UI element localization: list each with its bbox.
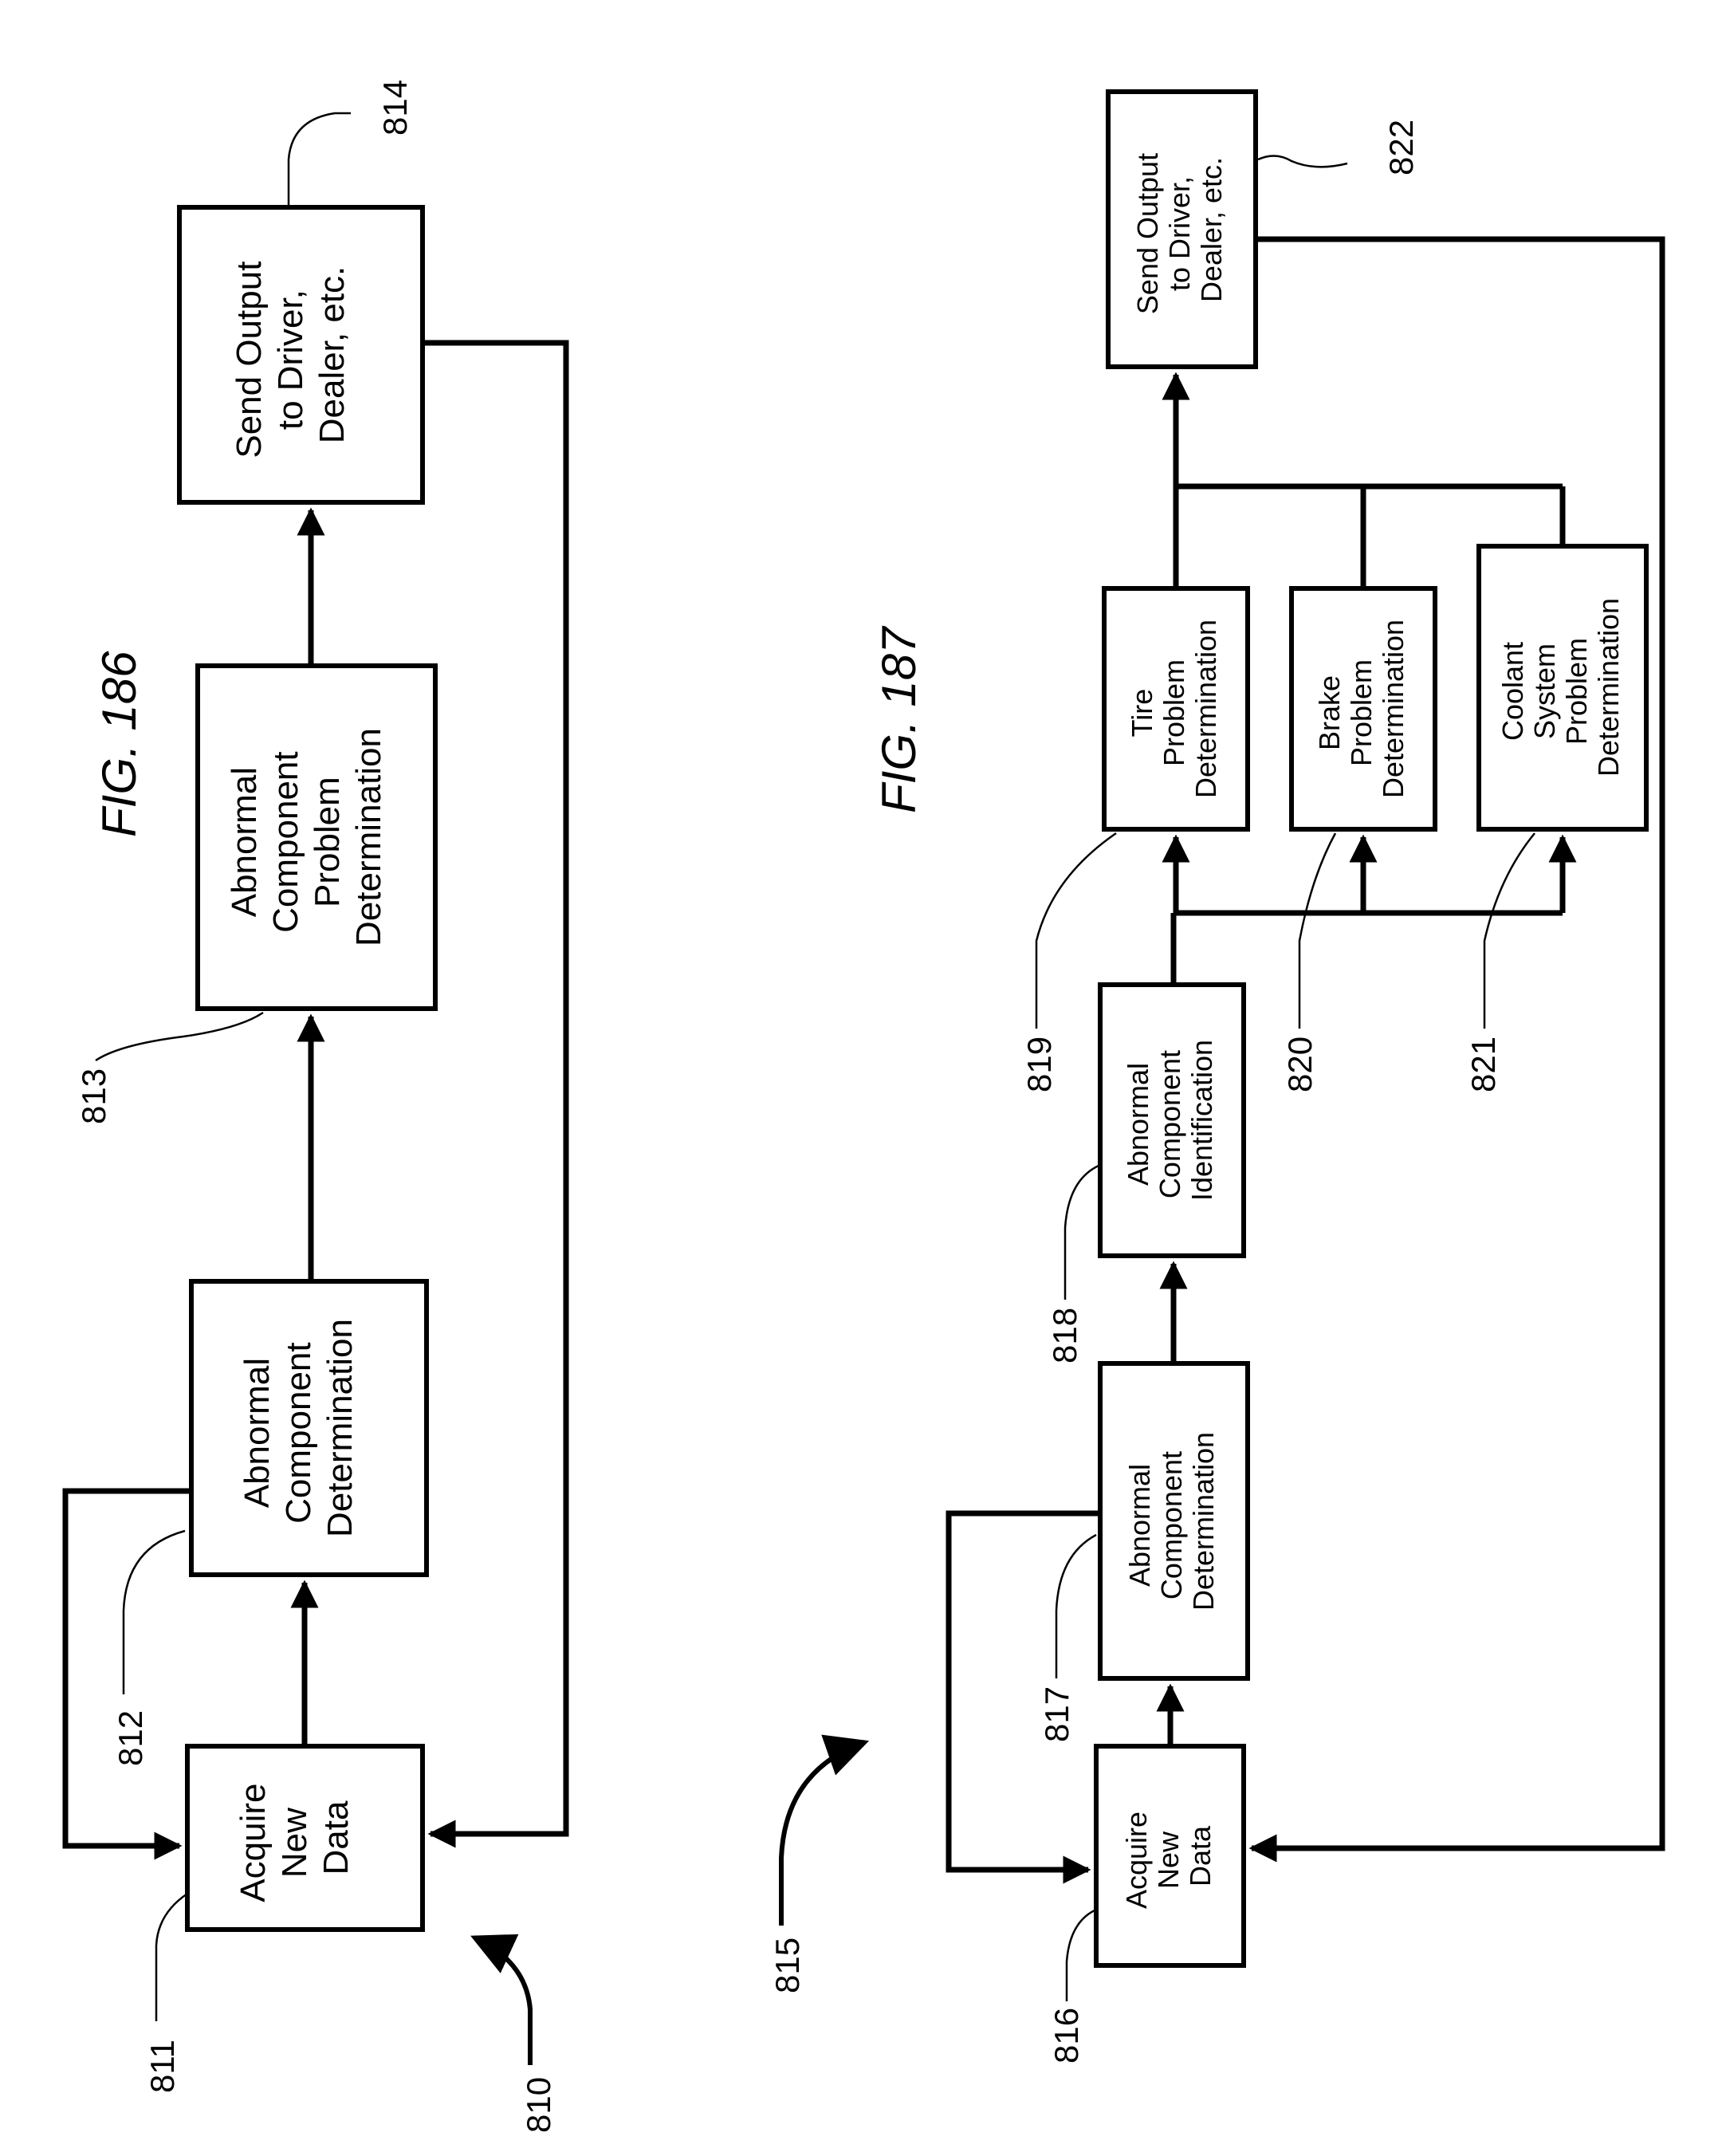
fig186-box-812-line-3: Determination: [320, 1319, 360, 1537]
fig187-loop-817-to-816: [946, 1510, 1100, 1884]
fig-187-title: FIG. 187: [872, 625, 926, 813]
svg-text:Abnormal Component: Abnormal Component Determination: [1123, 1432, 1220, 1611]
fig187-box-816-line-3: Data: [1184, 1825, 1217, 1886]
fig-186: FIG. 186 Acquire New Data Abnormal Compo…: [62, 80, 569, 2133]
fig187-box-brake-problem-determination: Brake Problem Determination: [1289, 586, 1437, 832]
fig187-box-abnormal-component-determination: Abnormal Component Determination: [1098, 1361, 1250, 1681]
svg-text:Send Output to Driver,: Send Output to Driver, Dealer, etc.: [230, 251, 352, 458]
svg-text:Acquire New Da: Acquire New Data: [1120, 1804, 1217, 1909]
fig187-ref-821: 821: [1465, 1037, 1502, 1092]
fig187-box-abnormal-component-identification: Abnormal Component Identification: [1098, 982, 1246, 1258]
svg-text:Coolant System: Coolant System Problem Determination: [1496, 598, 1625, 777]
fig186-box-abnormal-component-problem-determination: Abnormal Component Problem Determination: [195, 663, 438, 1011]
fig186-box-814-line-1: Send Output: [230, 262, 269, 458]
fig186-box-813-line-3: Problem: [308, 777, 347, 907]
fig187-box-820-line-3: Determination: [1377, 620, 1410, 798]
fig187-loop-822-to-816: [1248, 236, 1665, 1863]
fig186-ref-812: 812: [112, 1710, 149, 1766]
fig187-box-822-line-1: Send Output: [1131, 153, 1164, 314]
fig186-connectors: [62, 340, 569, 1860]
fig187-box-818-line-2: Component: [1154, 1050, 1186, 1198]
fig187-box-822-line-2: to Driver,: [1163, 176, 1196, 291]
svg-text:Send Output to Driver,: Send Output to Driver, Dealer, etc.: [1131, 145, 1228, 314]
fig187-box-816-line-2: New: [1152, 1831, 1185, 1889]
fig-186-title: FIG. 186: [92, 651, 146, 837]
fig187-box-acquire-new-data: Acquire New Data: [1094, 1744, 1246, 1968]
fig-187: FIG. 187 Acquire New Data Abnormal Compo…: [769, 89, 1665, 2064]
fig187-box-send-output: Send Output to Driver, Dealer, etc.: [1106, 89, 1258, 369]
fig187-ref-818: 818: [1046, 1308, 1083, 1363]
fig187-box-819-line-2: Problem: [1158, 659, 1190, 766]
fig186-box-813-line-1: Abnormal: [225, 767, 264, 917]
fig186-ref-810: 810: [520, 2077, 557, 2133]
fig187-box-820-line-2: Problem: [1345, 659, 1378, 766]
fig187-ref-819: 819: [1020, 1037, 1058, 1092]
fig187-box-821-line-3: Problem: [1560, 638, 1593, 745]
fig186-references: 811 812 813 814 810: [75, 80, 557, 2133]
svg-text:Abnormal Component: Abnormal Component Determination: [238, 1319, 360, 1537]
fig186-box-811-line-1: Acquire: [234, 1784, 273, 1902]
fig186-ref-814: 814: [376, 80, 414, 136]
svg-text:Abnormal Component: Abnormal Component Problem Determination: [225, 728, 388, 946]
fig187-box-tire-problem-determination: Tire Problem Determination: [1102, 586, 1250, 832]
fig187-box-816-line-1: Acquire: [1120, 1812, 1153, 1909]
fig187-box-817-line-3: Determination: [1187, 1432, 1220, 1611]
fig187-box-coolant-system-problem-determination: Coolant System Problem Determination: [1476, 544, 1649, 832]
fig186-box-814-line-2: to Driver,: [271, 289, 310, 430]
fig187-box-818-line-1: Abnormal: [1122, 1063, 1154, 1186]
fig186-box-812-line-1: Abnormal: [238, 1358, 277, 1508]
svg-text:Brake Problem: Brake Problem Determination: [1313, 620, 1410, 798]
fig187-ref-816: 816: [1048, 2008, 1085, 2064]
fig187-box-817-line-2: Component: [1155, 1451, 1188, 1599]
fig186-loop-814-to-811: [423, 340, 569, 1848]
fig187-ref-822: 822: [1382, 120, 1420, 175]
svg-text:Abnormal Component: Abnormal Component Identification: [1122, 1040, 1218, 1201]
fig186-box-812-line-2: Component: [279, 1342, 318, 1523]
fig187-references: 816 817 818 819 820 821 822 815: [769, 120, 1535, 2064]
fig186-box-send-output: Send Output to Driver, Dealer, etc.: [177, 205, 425, 505]
fig186-box-811-line-2: New: [275, 1808, 314, 1878]
fig186-box-813-line-4: Determination: [349, 728, 388, 946]
fig187-box-819-line-3: Determination: [1189, 620, 1222, 798]
svg-text:Acquire New Da: Acquire New Data: [234, 1773, 356, 1902]
fig187-ref-820: 820: [1281, 1037, 1319, 1092]
fig187-box-821-line-1: Coolant: [1496, 642, 1529, 741]
svg-text:Tire Problem D: Tire Problem Determination: [1126, 620, 1222, 798]
fig186-ref-811: 811: [144, 2040, 181, 2093]
fig186-ref-813: 813: [75, 1068, 112, 1124]
fig186-box-abnormal-component-determination: Abnormal Component Determination: [189, 1279, 429, 1577]
fig186-box-811-line-3: Data: [316, 1800, 356, 1875]
fig187-box-818-line-3: Identification: [1185, 1040, 1218, 1201]
fig187-box-817-line-1: Abnormal: [1123, 1464, 1156, 1587]
fig187-ref-817: 817: [1038, 1686, 1075, 1742]
fig186-box-813-line-2: Component: [266, 751, 305, 932]
fig187-box-821-line-4: Determination: [1592, 598, 1625, 777]
fig186-box-acquire-new-data: Acquire New Data: [185, 1744, 425, 1932]
fig187-connectors: [946, 236, 1665, 1884]
fig186-box-814-line-3: Dealer, etc.: [313, 266, 352, 444]
fig187-ref-815: 815: [769, 1938, 806, 1993]
fig187-box-821-line-2: System: [1528, 643, 1561, 739]
fig187-box-822-line-3: Dealer, etc.: [1195, 157, 1228, 302]
fig187-box-820-line-1: Brake: [1313, 675, 1346, 750]
fig186-loop-812-to-811: [62, 1488, 191, 1860]
fig187-box-819-line-1: Tire: [1126, 689, 1158, 738]
